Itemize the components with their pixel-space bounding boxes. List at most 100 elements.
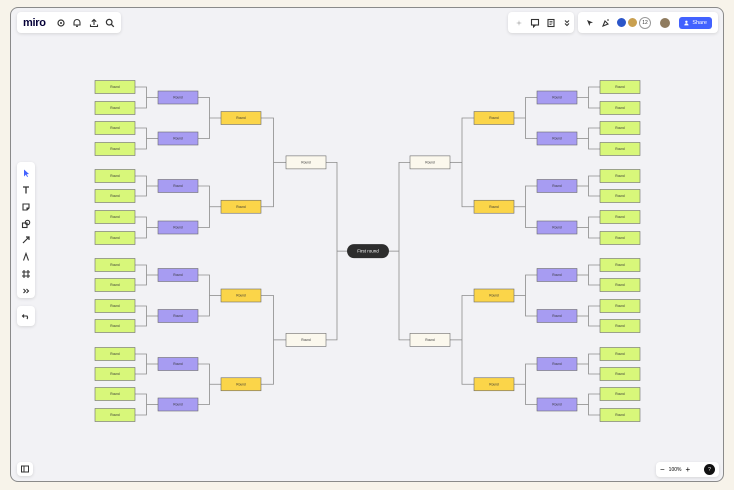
zoom-level[interactable]: 100% bbox=[668, 466, 682, 473]
bell-icon[interactable] bbox=[72, 17, 82, 29]
right-round2-box-0[interactable] bbox=[536, 90, 578, 105]
right-round1-box-9[interactable] bbox=[599, 278, 641, 292]
zoom-in-button[interactable]: + bbox=[685, 465, 691, 474]
sparkle-icon[interactable] bbox=[514, 17, 524, 29]
left-round3-box-2[interactable] bbox=[220, 288, 262, 303]
right-round4-box-1[interactable] bbox=[409, 333, 451, 347]
text-tool-icon[interactable] bbox=[19, 183, 33, 197]
right-round1-box-5[interactable] bbox=[599, 189, 641, 203]
right-round2-box-4[interactable] bbox=[536, 268, 578, 282]
right-round3-box-3[interactable] bbox=[473, 377, 515, 392]
left-round3-box-1[interactable] bbox=[220, 199, 262, 214]
right-round1-box-15[interactable] bbox=[599, 408, 641, 422]
right-round3-box-0-label: Round bbox=[489, 116, 499, 120]
left-round1-box-5[interactable] bbox=[94, 189, 136, 203]
avatar-user-2[interactable] bbox=[627, 17, 638, 28]
right-round1-box-7[interactable] bbox=[599, 231, 641, 245]
right-round1-box-6[interactable] bbox=[599, 210, 641, 224]
left-round1-box-6[interactable] bbox=[94, 210, 136, 224]
left-round1-box-12[interactable] bbox=[94, 347, 136, 361]
sticky-note-icon[interactable] bbox=[19, 200, 33, 214]
left-round1-box-14[interactable] bbox=[94, 387, 136, 401]
left-connector-r1-1 bbox=[135, 127, 147, 150]
board-canvas[interactable]: RoundRoundRoundRoundRoundRoundRoundRound… bbox=[11, 8, 724, 482]
left-round1-box-2[interactable] bbox=[94, 121, 136, 135]
undo-icon[interactable] bbox=[20, 310, 32, 322]
frame-icon[interactable] bbox=[19, 267, 33, 281]
left-round1-box-0[interactable] bbox=[94, 80, 136, 94]
right-round3-box-0[interactable] bbox=[473, 111, 515, 125]
right-round2-box-6[interactable] bbox=[536, 357, 578, 371]
left-round1-box-4[interactable] bbox=[94, 169, 136, 183]
zoom-out-button[interactable]: − bbox=[660, 465, 665, 474]
right-round4-box-0[interactable] bbox=[409, 155, 451, 170]
notes-icon[interactable] bbox=[546, 17, 556, 29]
right-round1-box-11[interactable] bbox=[599, 319, 641, 333]
left-round2-box-7[interactable] bbox=[157, 397, 199, 412]
left-round2-box-0[interactable] bbox=[157, 90, 199, 105]
chevron-double-down-icon[interactable] bbox=[562, 17, 572, 29]
right-round1-box-3[interactable] bbox=[599, 142, 641, 156]
sidebar-toggle-icon[interactable] bbox=[19, 463, 31, 475]
left-round2-box-2[interactable] bbox=[157, 179, 199, 193]
right-round1-box-13[interactable] bbox=[599, 367, 641, 381]
left-round2-box-1-label: Round bbox=[173, 137, 183, 141]
left-round2-box-4[interactable] bbox=[157, 268, 199, 282]
cursor-follow-icon[interactable] bbox=[584, 17, 596, 29]
search-icon[interactable] bbox=[105, 17, 115, 29]
help-button[interactable]: ? bbox=[704, 464, 715, 475]
left-round1-box-9[interactable] bbox=[94, 278, 136, 292]
participant-count-badge[interactable]: 12 bbox=[639, 16, 651, 29]
right-round2-box-0-label: Round bbox=[552, 96, 562, 100]
right-round2-box-7[interactable] bbox=[536, 397, 578, 412]
center-round-pill[interactable] bbox=[347, 244, 389, 259]
right-round1-box-12[interactable] bbox=[599, 347, 641, 361]
right-round1-box-10-label: Round bbox=[615, 304, 625, 308]
left-round2-box-1[interactable] bbox=[157, 131, 199, 146]
left-round1-box-1[interactable] bbox=[94, 101, 136, 115]
pen-icon[interactable] bbox=[19, 250, 33, 264]
settings-icon[interactable] bbox=[56, 17, 66, 29]
reactions-icon[interactable] bbox=[600, 17, 612, 29]
select-cursor-icon[interactable] bbox=[19, 166, 33, 180]
right-round2-box-2-label: Round bbox=[552, 184, 562, 188]
share-button[interactable]: Share bbox=[679, 16, 712, 29]
upload-icon[interactable] bbox=[88, 17, 98, 29]
right-round2-box-3[interactable] bbox=[536, 220, 578, 235]
left-round1-box-3[interactable] bbox=[94, 142, 136, 156]
right-connector-r2-1 bbox=[525, 185, 537, 228]
right-round1-box-10[interactable] bbox=[599, 299, 641, 313]
connector-arrow-icon[interactable] bbox=[19, 234, 33, 248]
left-round1-box-15[interactable] bbox=[94, 408, 136, 422]
shapes-icon[interactable] bbox=[19, 217, 33, 231]
comment-icon[interactable] bbox=[530, 17, 540, 29]
right-round2-box-2[interactable] bbox=[536, 179, 578, 193]
avatar-user-1[interactable] bbox=[616, 17, 627, 28]
left-round1-box-7[interactable] bbox=[94, 231, 136, 245]
left-round1-box-8[interactable] bbox=[94, 258, 136, 272]
current-user-avatar[interactable] bbox=[659, 16, 671, 29]
right-round1-box-0[interactable] bbox=[599, 80, 641, 94]
left-round2-box-6[interactable] bbox=[157, 357, 199, 371]
right-connector-r1-2 bbox=[588, 175, 600, 197]
right-round1-box-8[interactable] bbox=[599, 258, 641, 272]
left-round2-box-5[interactable] bbox=[157, 309, 199, 323]
left-round1-box-13[interactable] bbox=[94, 367, 136, 381]
left-round4-box-1[interactable] bbox=[285, 333, 327, 347]
more-tools-icon[interactable] bbox=[19, 284, 33, 298]
left-connector-r1-2 bbox=[135, 175, 147, 197]
right-round1-box-4[interactable] bbox=[599, 169, 641, 183]
left-round2-box-3[interactable] bbox=[157, 220, 199, 235]
right-round1-box-1[interactable] bbox=[599, 101, 641, 115]
left-round3-box-3[interactable] bbox=[220, 377, 262, 392]
right-round1-box-2[interactable] bbox=[599, 121, 641, 135]
left-round4-box-0[interactable] bbox=[285, 155, 327, 170]
right-round2-box-1[interactable] bbox=[536, 131, 578, 146]
right-round3-box-2[interactable] bbox=[473, 288, 515, 303]
left-round3-box-0[interactable] bbox=[220, 111, 262, 125]
right-round1-box-14[interactable] bbox=[599, 387, 641, 401]
left-round1-box-11[interactable] bbox=[94, 319, 136, 333]
right-round3-box-1[interactable] bbox=[473, 199, 515, 214]
right-round2-box-5[interactable] bbox=[536, 309, 578, 323]
left-round1-box-10[interactable] bbox=[94, 299, 136, 313]
